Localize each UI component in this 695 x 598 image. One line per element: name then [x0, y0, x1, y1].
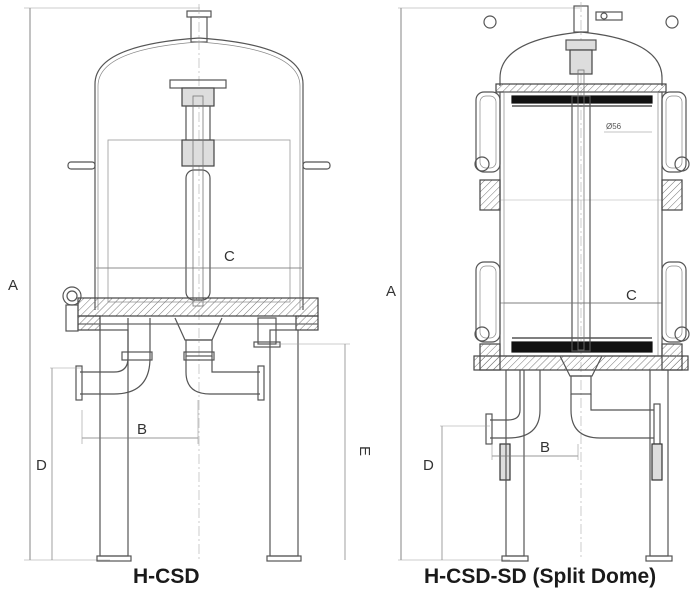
right-dim-c-label: C — [626, 287, 637, 304]
right-dim-a-label: A — [386, 283, 396, 300]
left-dim-a-label: A — [8, 277, 18, 294]
caption-h-csd-sd: H-CSD-SD (Split Dome) — [424, 565, 657, 588]
right-vessel-h-csd-sd — [398, 2, 690, 562]
right-dim-b-label: B — [540, 439, 550, 456]
left-vessel-h-csd — [24, 4, 350, 562]
left-dim-e-label: E — [356, 446, 373, 456]
left-dim-b-label: B — [137, 421, 147, 438]
right-diameter-label: Ø56 — [606, 122, 622, 131]
left-dim-d-label: D — [36, 457, 47, 474]
caption-h-csd: H-CSD — [133, 565, 200, 588]
left-dim-c-label: C — [224, 248, 235, 265]
right-dim-d-label: D — [423, 457, 434, 474]
